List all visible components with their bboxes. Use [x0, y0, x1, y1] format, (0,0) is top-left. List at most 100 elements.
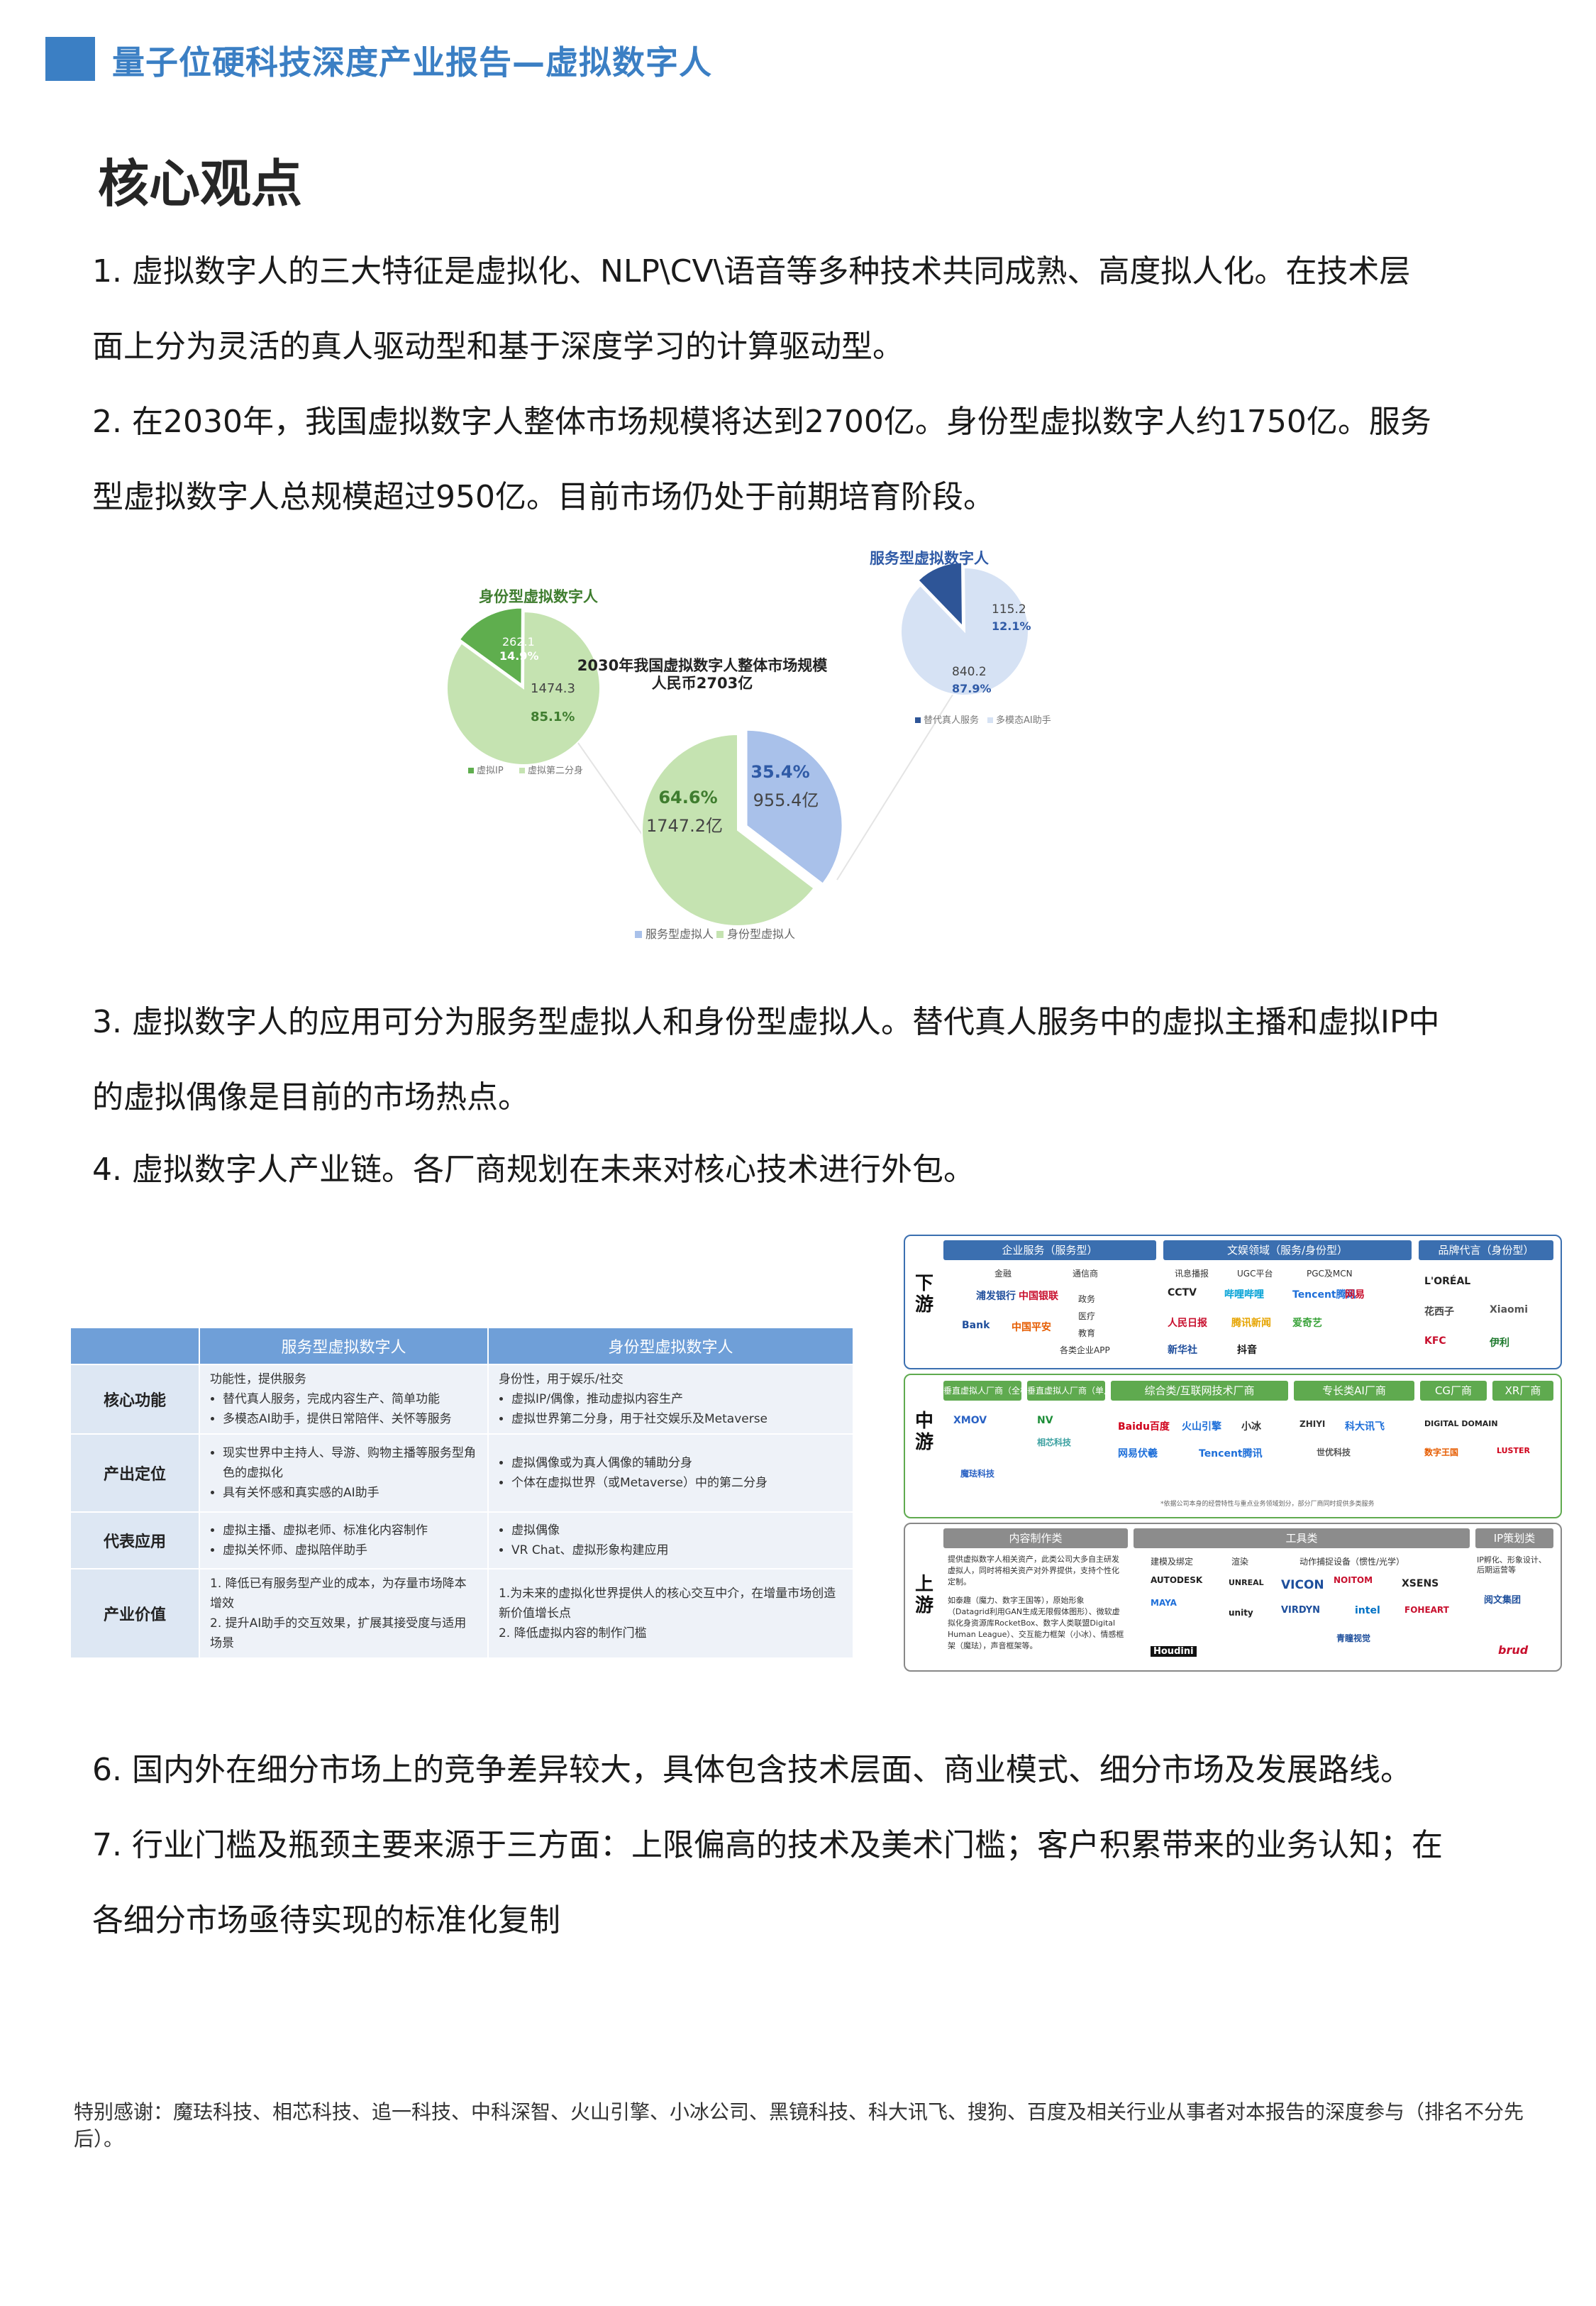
logo-digital-domain: DIGITAL DOMAIN	[1424, 1419, 1498, 1428]
logo-kfc: KFC	[1424, 1335, 1446, 1347]
table-header-blank	[70, 1327, 200, 1365]
industry-chain-diagram: 下游 企业服务（服务型） 文娱领域（服务/身份型） 品牌代言（身份型） 金融 通…	[904, 1235, 1562, 1672]
sub-medical: 医疗	[1078, 1311, 1096, 1321]
paragraph-7-line-2: 各细分市场亟待实现的标准化复制	[92, 1902, 560, 1938]
logo-intel: intel	[1355, 1605, 1380, 1616]
mid-cat-ai: 专长类AI厂商	[1294, 1381, 1414, 1401]
logo-unionpay: 中国银联	[1019, 1291, 1058, 1302]
sub-finance: 金融	[994, 1269, 1012, 1279]
midstream-label: 中游	[914, 1411, 933, 1453]
logo-iflytek: 科大讯飞	[1345, 1421, 1385, 1433]
logo-bank: Bank	[962, 1320, 990, 1331]
sub-telecom: 通信商	[1073, 1269, 1099, 1279]
upstream-label: 上游	[914, 1574, 933, 1616]
logo-bilibili: 哔哩哔哩	[1224, 1289, 1264, 1301]
downstream-cat-enterprise: 企业服务（服务型）	[943, 1240, 1156, 1260]
logo-tencent-news: 腾讯新闻	[1231, 1318, 1271, 1329]
up-sub-rendering: 渲染	[1231, 1557, 1249, 1567]
sub-news: 讯息播报	[1175, 1269, 1209, 1279]
table-cell: 功能性，提供服务 替代真人服务，完成内容生产、简单功能 多模态AI助手，提供日常…	[199, 1364, 489, 1435]
up-content-text: 提供虚拟数字人相关资产，此类公司大多自主研发虚拟人，同时将相关资产对外界提供，支…	[948, 1555, 1119, 1587]
total-pie-title: 2030年我国虚拟数字人整体市场规模	[577, 657, 828, 674]
identity-pie-value-ip: 262.1	[502, 635, 535, 649]
downstream-tier: 下游 企业服务（服务型） 文娱领域（服务/身份型） 品牌代言（身份型） 金融 通…	[904, 1235, 1562, 1369]
cell-item: 个体在虚拟世界（或Metaverse）中的第二分身	[511, 1473, 843, 1493]
sub-education: 教育	[1078, 1328, 1096, 1338]
total-legend-service: 服务型虚拟人	[645, 927, 714, 941]
logo-mofa: 魔珐科技	[960, 1469, 995, 1479]
identity-pie-percent-ip: 14.9%	[499, 649, 539, 663]
table-row: 核心功能 功能性，提供服务 替代真人服务，完成内容生产、简单功能 多模态AI助手…	[70, 1364, 855, 1435]
sub-ugc: UGC平台	[1237, 1269, 1273, 1279]
downstream-label: 下游	[914, 1273, 933, 1315]
logo-spdb: 浦发银行	[976, 1291, 1016, 1302]
cell-intro: 身份性，用于娱乐/社交	[498, 1372, 624, 1386]
total-pie	[641, 729, 843, 927]
logo-unity: unity	[1229, 1608, 1253, 1618]
logo-peoples-daily: 人民日报	[1168, 1318, 1207, 1329]
total-legend-swatch-identity	[716, 931, 724, 938]
logo-tencent: Tencent腾讯	[1292, 1289, 1356, 1301]
sub-enterprise-app: 各类企业APP	[1060, 1345, 1110, 1355]
mid-cat-vertical-full: 垂直虚拟人厂商（全栈）	[943, 1381, 1021, 1401]
logo-luster: LUSTER	[1497, 1446, 1530, 1455]
service-pie-value-ai: 840.2	[952, 665, 987, 679]
up-sub-ip: IP孵化、形象设计、后期运营等	[1477, 1555, 1546, 1574]
cell-line: 1.为未来的虚拟化世界提供人的核心交互中介，在增量市场创造新价值增长点	[498, 1587, 836, 1621]
table-cell: 1. 降低已有服务型产业的成本，为存量市场降本增效 2. 提升AI助手的交互效果…	[199, 1568, 489, 1659]
total-legend-identity: 身份型虚拟人	[727, 927, 795, 941]
logo-nv: NV	[1037, 1415, 1053, 1426]
cell-line: 2. 降低虚拟内容的制作门槛	[498, 1626, 647, 1640]
table-header-identity: 身份型虚拟数字人	[487, 1327, 855, 1365]
sub-pgc: PGC及MCN	[1307, 1269, 1353, 1279]
up-cat-tools: 工具类	[1134, 1528, 1470, 1548]
identity-legend-swatch-second	[519, 768, 525, 773]
downstream-cat-entertainment: 文娱领域（服务/身份型）	[1163, 1240, 1412, 1260]
header-accent-square	[45, 37, 95, 81]
section-title: 核心观点	[98, 154, 303, 214]
row-label: 产出定位	[70, 1433, 200, 1513]
cell-item: 具有关怀感和真实感的AI助手	[223, 1483, 477, 1503]
cell-line: 2. 提升AI助手的交互效果，扩展其接受度与适用场景	[210, 1616, 467, 1650]
logo-vicon: VICON	[1281, 1578, 1324, 1592]
row-label: 代表应用	[70, 1511, 200, 1569]
logo-noitom: NOITOM	[1334, 1575, 1373, 1585]
logo-houdini: Houdini	[1151, 1646, 1197, 1657]
acknowledgement: 特别感谢：魔珐科技、相芯科技、追一科技、中科深智、火山引擎、小冰公司、黑镜科技、…	[74, 2100, 1524, 2151]
table-cell: 虚拟偶像或为真人偶像的辅助分身 个体在虚拟世界（或Metaverse）中的第二分…	[487, 1433, 855, 1513]
logo-unreal: UNREAL	[1229, 1578, 1264, 1587]
table-header-row: 服务型虚拟数字人 身份型虚拟数字人	[70, 1327, 855, 1365]
cell-item: 多模态AI助手，提供日常陪伴、关怀等服务	[223, 1409, 477, 1429]
cell-item: 虚拟关怀师、虚拟陪伴助手	[223, 1540, 477, 1560]
logo-fuxi: 网易伏羲	[1118, 1448, 1158, 1460]
identity-legend-ip: 虚拟IP	[477, 766, 504, 776]
service-pie-percent-replace: 12.1%	[992, 619, 1031, 633]
service-pie-title: 服务型虚拟数字人	[870, 550, 989, 567]
up-sub-mocap: 动作捕捉设备（惯性/光学）	[1299, 1557, 1405, 1567]
logo-virdyn: VIRDYN	[1281, 1605, 1321, 1616]
logo-huaxizi: 花西子	[1424, 1306, 1454, 1318]
logo-volcengine: 火山引擎	[1182, 1421, 1221, 1433]
service-pie-slice-0	[917, 561, 963, 629]
total-pie-subtitle: 人民币2703亿	[652, 675, 753, 692]
logo-xiangxin: 相芯科技	[1037, 1438, 1072, 1447]
paragraph-2-line-1: 2. 在2030年，我国虚拟数字人整体市场规模将达到2700亿。身份型虚拟数字人…	[92, 404, 1431, 440]
paragraph-1-line-2: 面上分为灵活的真人驱动型和基于深度学习的计算驱动型。	[92, 329, 904, 365]
table-cell: 虚拟主播、虚拟老师、标准化内容制作 虚拟关怀师、虚拟陪伴助手	[199, 1511, 489, 1569]
table-cell: 虚拟偶像 VR Chat、虚拟形象构建应用	[487, 1511, 855, 1569]
paragraph-3-line-2: 的虚拟偶像是目前的市场热点。	[92, 1079, 529, 1115]
identity-pie-percent-second: 85.1%	[531, 710, 575, 724]
logo-foheart: FOHEART	[1404, 1605, 1449, 1615]
up-cat-ip: IP策划类	[1475, 1528, 1553, 1548]
pie-charts-svg: 2030年我国虚拟数字人整体市场规模 人民币2703亿 35.4% 955.4亿…	[446, 550, 1051, 941]
total-pie-slice-0	[746, 729, 843, 885]
service-pie-percent-ai: 87.9%	[952, 682, 992, 695]
total-pie-value-identity: 1747.2亿	[646, 816, 723, 836]
up-content-text-2: 如泰趣（魔力、数字王国等），原始形象（Datagrid利用GAN生成无限假体图形…	[948, 1596, 1124, 1650]
cell-item: VR Chat、虚拟形象构建应用	[511, 1540, 843, 1560]
logo-maya: MAYA	[1151, 1598, 1177, 1608]
downstream-cat-brand: 品牌代言（身份型）	[1419, 1240, 1553, 1260]
total-pie-slice-1	[641, 733, 815, 927]
logo-xiaomi: Xiaomi	[1490, 1304, 1529, 1315]
identity-pie-slice-0	[458, 607, 523, 686]
